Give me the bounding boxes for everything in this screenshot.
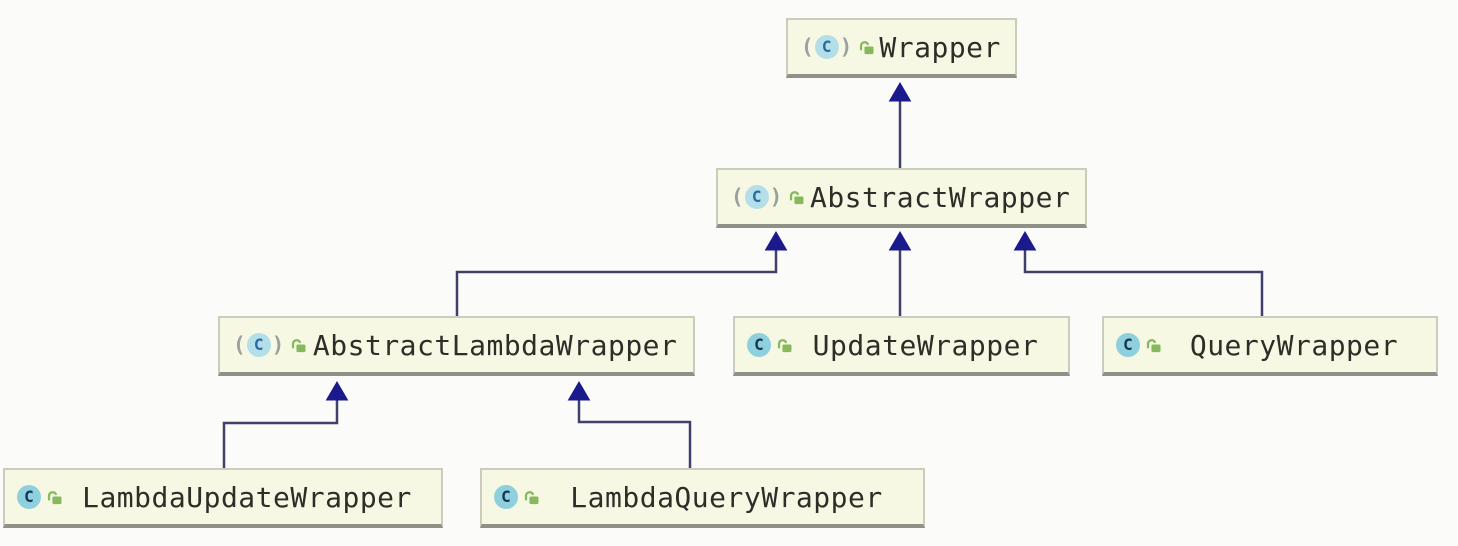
class-letter: C bbox=[747, 333, 771, 357]
arrowhead-icon bbox=[888, 231, 912, 251]
abstract-class-icon: ( C ) bbox=[800, 35, 853, 59]
node-icons: C bbox=[1104, 333, 1162, 357]
abstract-class-icon: ( C ) bbox=[232, 333, 285, 357]
class-name: Wrapper bbox=[879, 30, 1001, 64]
abstract-paren: ( bbox=[233, 333, 246, 357]
edge-lambdaupdatewrapper-abstractlambdawrapper[interactable] bbox=[222, 400, 339, 468]
class-name: AbstractWrapper bbox=[809, 180, 1071, 214]
abstract-paren: ) bbox=[839, 35, 853, 59]
node-icons: ( C ) bbox=[220, 333, 307, 357]
public-lock-icon bbox=[790, 191, 804, 205]
class-letter: C bbox=[744, 185, 769, 209]
class-node-updatewrapper[interactable]: C UpdateWrapper bbox=[733, 316, 1070, 376]
class-node-wrapper[interactable]: ( C ) Wrapper bbox=[786, 18, 1017, 78]
class-name: LambdaUpdateWrapper bbox=[82, 480, 412, 514]
class-letter: C bbox=[1116, 333, 1140, 357]
node-icons: C bbox=[735, 333, 793, 357]
arrowhead-icon bbox=[888, 82, 912, 102]
public-lock-icon bbox=[777, 339, 792, 353]
class-node-lambdaupdatewrapper[interactable]: C LambdaUpdateWrapper bbox=[3, 468, 443, 528]
class-letter: C bbox=[246, 333, 271, 357]
public-lock-icon bbox=[524, 491, 539, 505]
abstract-class-icon: ( C ) bbox=[730, 185, 783, 209]
class-node-abstractlambdawrapper[interactable]: ( C ) AbstractLambdaWrapper bbox=[218, 316, 695, 376]
arrowhead-icon bbox=[1013, 231, 1037, 251]
public-lock-icon bbox=[1146, 339, 1161, 353]
class-node-lambdaquerywrapper[interactable]: C LambdaQueryWrapper bbox=[480, 468, 925, 528]
class-node-abstractwrapper[interactable]: ( C ) AbstractWrapper bbox=[716, 168, 1087, 228]
class-node-querywrapper[interactable]: C QueryWrapper bbox=[1102, 316, 1438, 376]
public-lock-icon bbox=[860, 41, 874, 55]
edge-lambdaquerywrapper-abstractlambdawrapper[interactable] bbox=[577, 400, 692, 468]
class-name: UpdateWrapper bbox=[812, 328, 1039, 362]
arrowhead-icon bbox=[764, 231, 788, 251]
class-icon: C bbox=[747, 333, 771, 357]
class-icon: C bbox=[1116, 333, 1140, 357]
class-name: QueryWrapper bbox=[1189, 328, 1399, 362]
public-lock-icon bbox=[47, 491, 62, 505]
edge-querywrapper-abstractwrapper[interactable] bbox=[1023, 250, 1264, 316]
node-icons: ( C ) bbox=[788, 35, 875, 59]
abstract-paren: ) bbox=[271, 333, 285, 357]
public-lock-icon bbox=[292, 339, 306, 353]
class-letter: C bbox=[814, 35, 839, 59]
abstract-paren: ( bbox=[801, 35, 814, 59]
abstract-paren: ( bbox=[731, 185, 744, 209]
class-name: LambdaQueryWrapper bbox=[570, 480, 883, 514]
class-icon: C bbox=[17, 485, 41, 509]
arrowhead-icon bbox=[325, 381, 349, 401]
edge-abstractlambdawrapper-abstractwrapper[interactable] bbox=[455, 250, 778, 316]
class-icon: C bbox=[494, 485, 518, 509]
node-icons: ( C ) bbox=[718, 185, 805, 209]
class-letter: C bbox=[17, 485, 41, 509]
node-icons: C bbox=[482, 485, 540, 509]
class-name: AbstractLambdaWrapper bbox=[312, 328, 678, 362]
arrowhead-icon bbox=[567, 381, 591, 401]
class-letter: C bbox=[494, 485, 518, 509]
abstract-paren: ) bbox=[769, 185, 783, 209]
node-icons: C bbox=[5, 485, 63, 509]
